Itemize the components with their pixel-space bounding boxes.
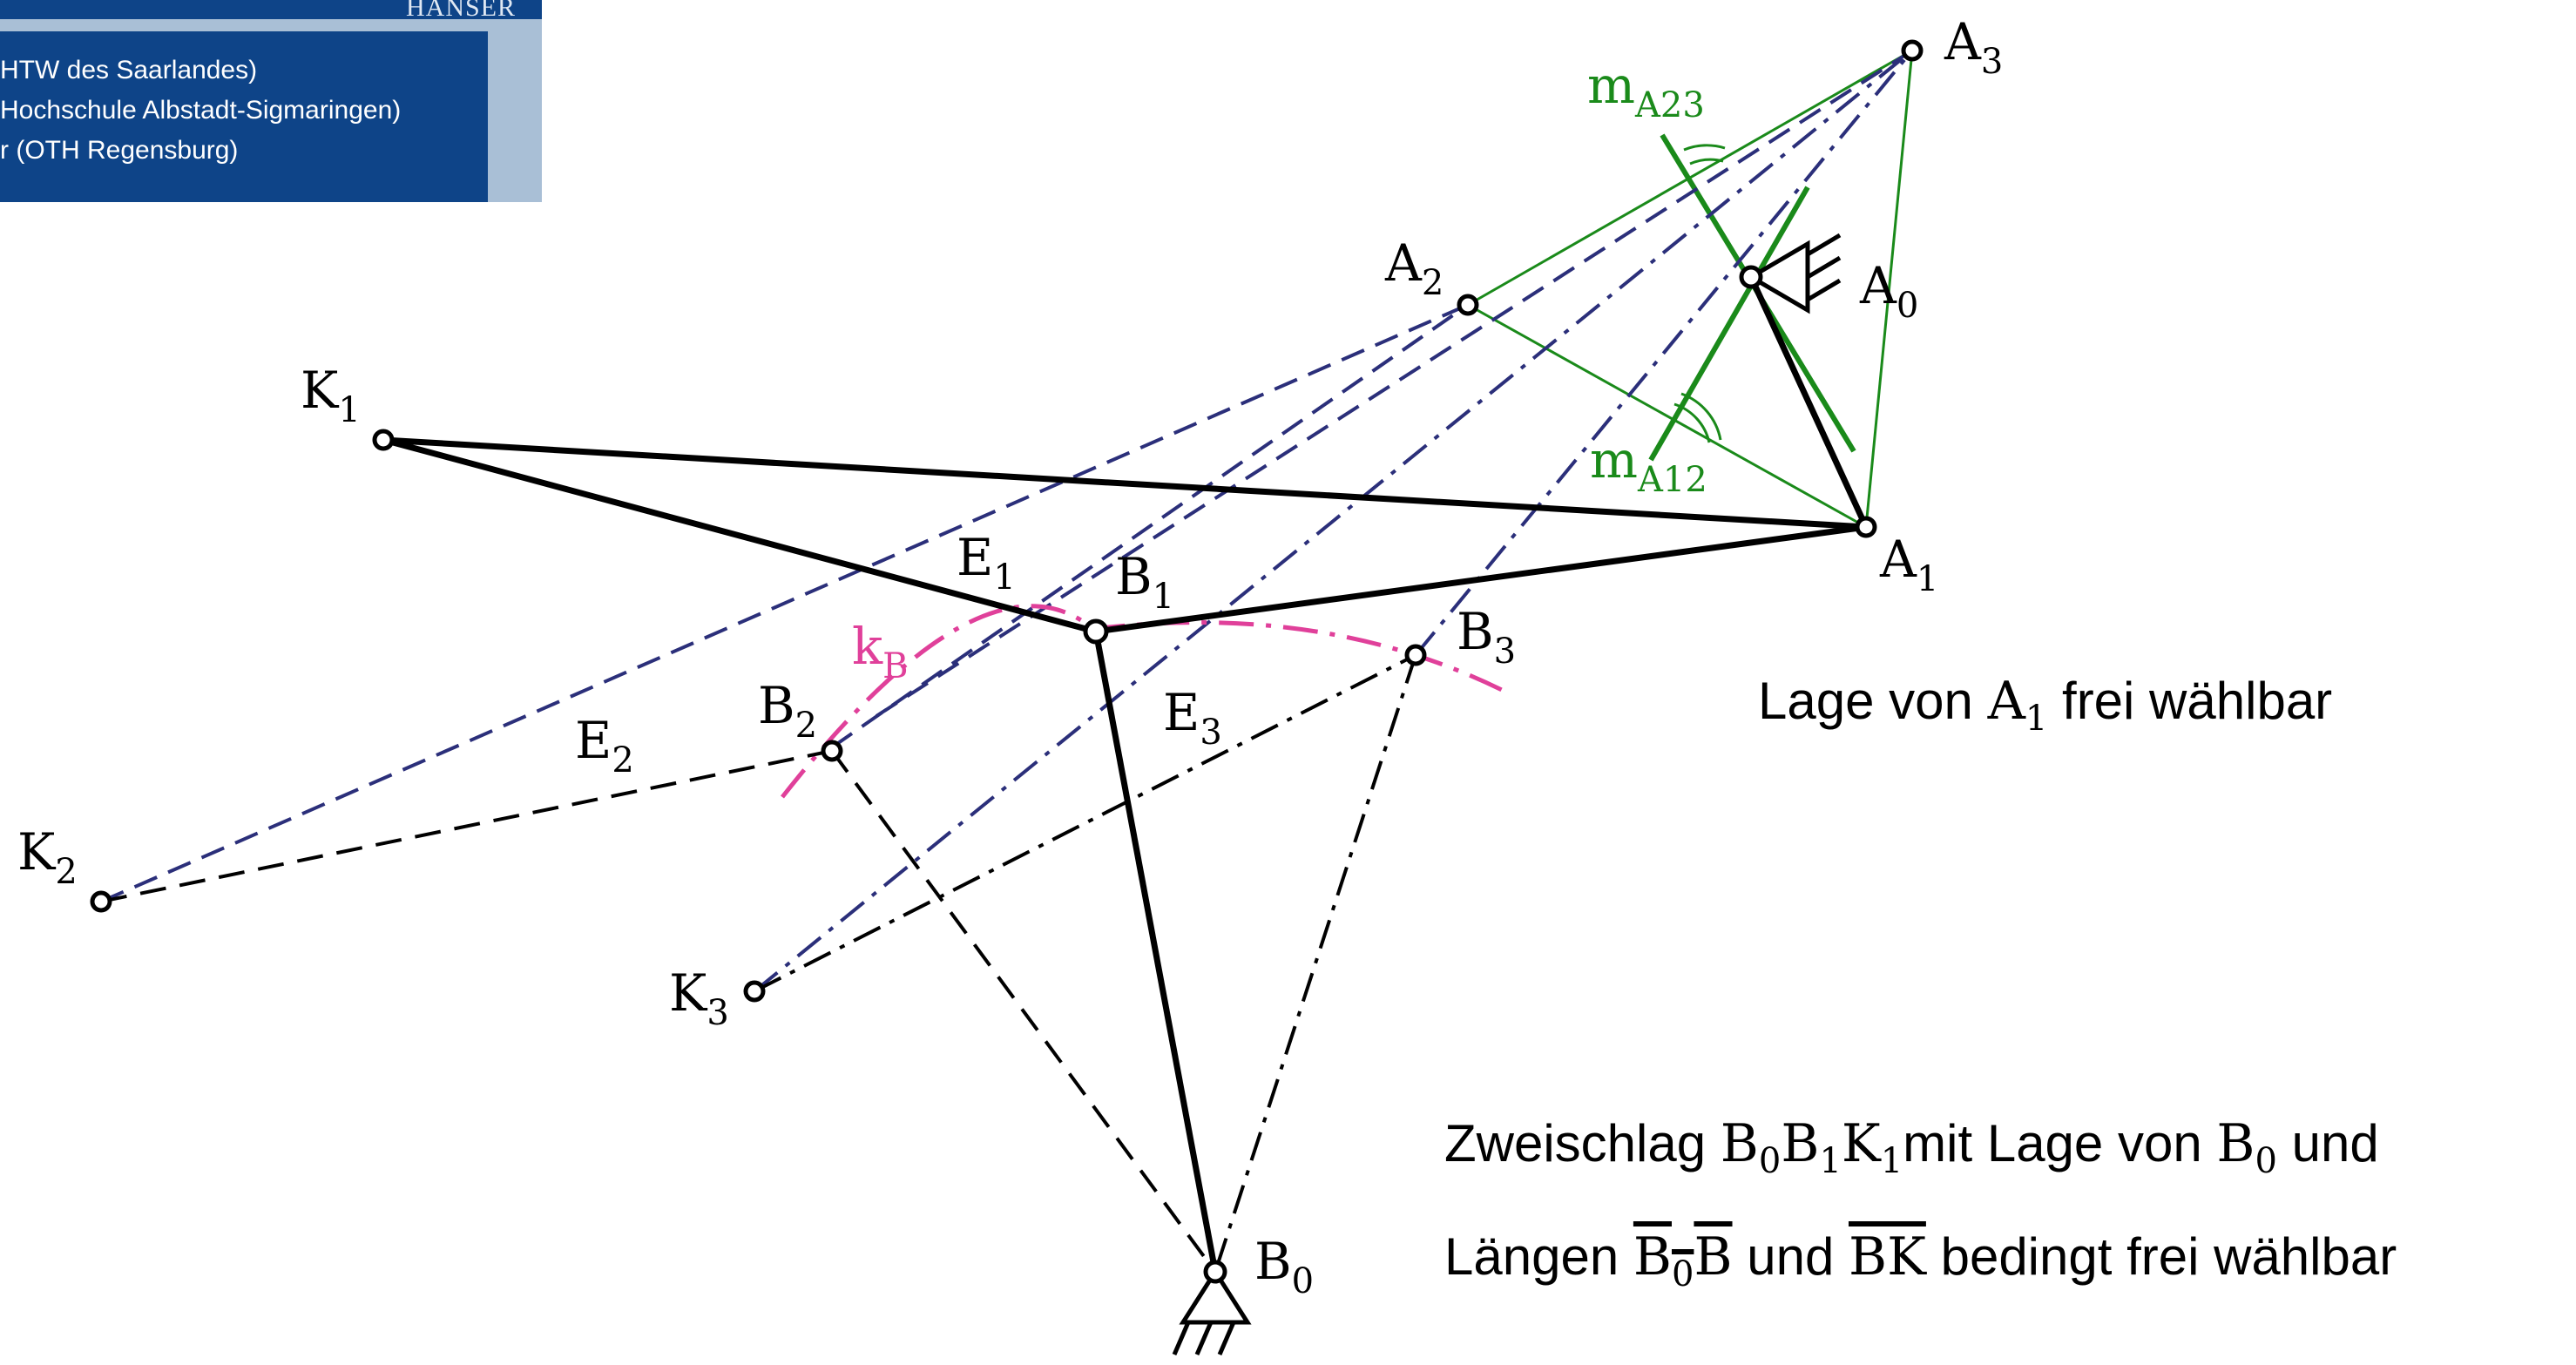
author-line-1: HTW des Saarlandes) [0, 56, 258, 84]
line-A3-A1 [1864, 50, 1914, 528]
header-authors-panel: HTW des Saarlandes) Hochschule Albstadt-… [0, 31, 488, 202]
black-solid-links [382, 275, 1869, 1273]
joint-A3 [1901, 39, 1924, 62]
author-line-3: r (OTH Regensburg) [0, 136, 239, 165]
label-A1: A1 [1879, 530, 1938, 599]
label-E3: E3 [1163, 683, 1222, 753]
label-K3: K3 [669, 963, 729, 1033]
line-B3-A3 [1414, 49, 1914, 657]
angle-arc-mA23-a [1683, 144, 1726, 152]
note-dyad-line1: Zweischlag B0B1K1mit Lage von B0 und [1444, 1113, 2379, 1181]
line-K2-A2 [100, 303, 1469, 903]
label-B1: B1 [1115, 547, 1174, 617]
fixed-bearing-icon-B0 [1172, 1267, 1252, 1355]
line-K3-B3 [754, 653, 1416, 993]
navy-dashdot-lines [753, 49, 1914, 993]
joint-B0 [1203, 1260, 1227, 1284]
label-E2: E2 [575, 711, 634, 780]
joints [90, 39, 1924, 1284]
link-K1-B1 [382, 436, 1097, 635]
label-A2: A2 [1384, 233, 1444, 303]
author-line-2: Hochschule Albstadt-Sigmaringen) [0, 96, 402, 125]
publisher-logo: HANSER [405, 0, 516, 22]
angle-arc-mA12-b [1673, 402, 1711, 443]
label-E1: E1 [957, 528, 1016, 598]
link-A1-A0 [1748, 275, 1869, 529]
joint-A0 [1739, 265, 1763, 289]
joint-K3 [743, 980, 766, 1003]
link-B1-A1 [1095, 524, 1867, 635]
link-K1-A1 [382, 436, 1867, 530]
line-K2-B2 [100, 749, 833, 903]
joint-B2 [821, 740, 843, 762]
label-K2: K2 [17, 822, 78, 892]
note-dyad-line2: Längen B0B und BK bedingt frei wählbar [1444, 1226, 2397, 1294]
header-topbar: HANSER [0, 0, 542, 22]
joint-B3 [1404, 644, 1427, 666]
circle-arc-kB [781, 604, 1509, 799]
label-B2: B2 [758, 676, 817, 746]
label-B3: B3 [1457, 602, 1516, 672]
angle-arc-mA12-a [1680, 392, 1722, 441]
line-B3-B0 [1214, 654, 1417, 1273]
label-A0: A0 [1859, 256, 1918, 326]
fixed-bearing-icon-A0 [1747, 233, 1842, 314]
joint-B1 [1083, 618, 1109, 645]
label-kB: kB [852, 617, 909, 686]
line-B2-A2 [830, 303, 1470, 749]
joint-K1 [372, 429, 395, 451]
joint-A2 [1457, 294, 1479, 316]
black-dashdot-lines [754, 653, 1417, 1273]
link-B1-B0 [1092, 631, 1219, 1273]
note-A1-free: Lage von A1 frei wählbar [1758, 671, 2333, 739]
angle-arc-mA23-b [1689, 158, 1724, 166]
line-B2-A3 [875, 49, 1914, 718]
label-mA12: mA12 [1590, 430, 1707, 500]
label-B0: B0 [1254, 1232, 1314, 1301]
black-dashed-lines [100, 749, 1217, 1274]
header-box: HANSER HTW des Saarlandes) Hochschule Al… [0, 0, 542, 202]
bisector-mA12 [1648, 186, 1810, 462]
joint-A1 [1855, 516, 1877, 538]
line-A2-A1 [1467, 303, 1867, 529]
line-B2-B0 [830, 749, 1217, 1274]
label-K1: K1 [301, 361, 361, 430]
line-K3-A3 [753, 49, 1914, 993]
label-A3: A3 [1944, 12, 2003, 82]
joint-K2 [90, 890, 112, 913]
label-mA23: mA23 [1587, 56, 1705, 125]
navy-dashed-lines [100, 49, 1914, 903]
